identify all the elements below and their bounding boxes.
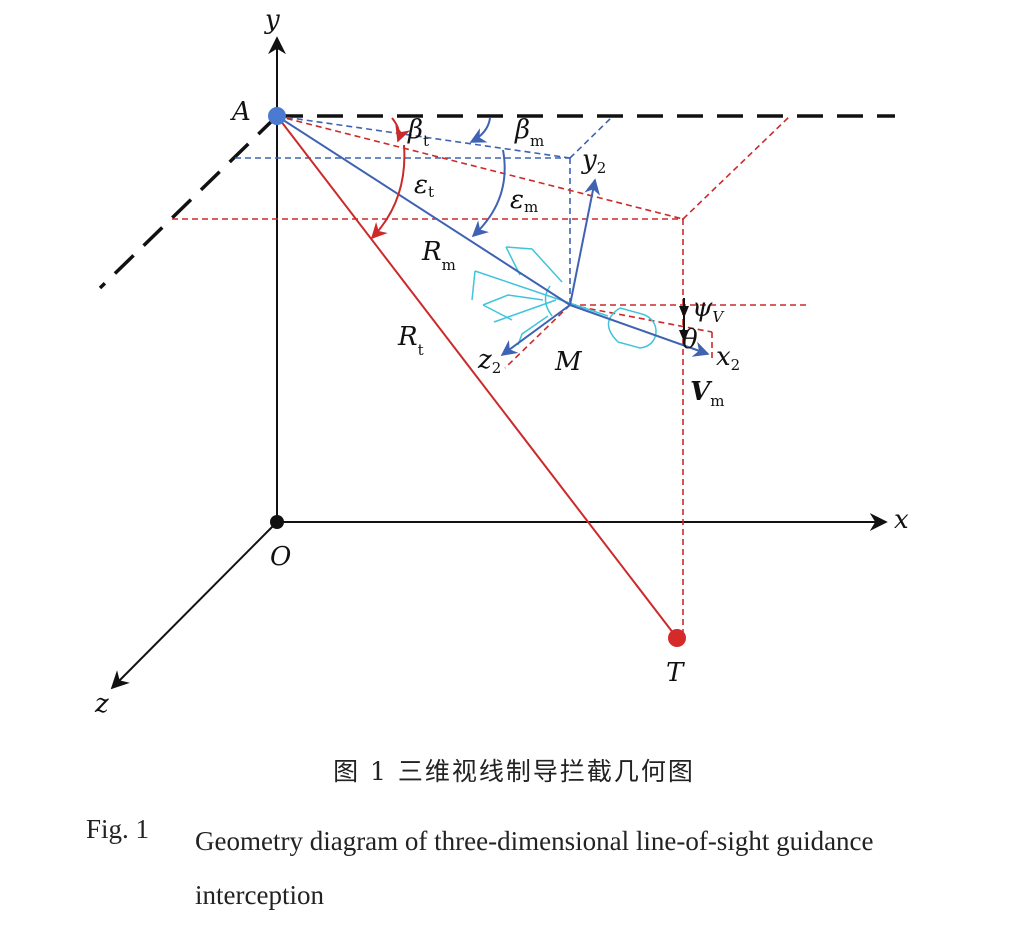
line-of-sight-Rm bbox=[276, 115, 571, 306]
caption-figure-number: Fig. 1 bbox=[86, 814, 150, 844]
origin-label: O bbox=[270, 542, 291, 572]
theta-label: θ bbox=[682, 325, 698, 355]
arc-eps-t bbox=[370, 144, 406, 240]
x2-label: x2 bbox=[716, 342, 740, 374]
axis-y-label: y bbox=[264, 5, 280, 35]
point-M-label: M bbox=[554, 347, 583, 377]
R-m-label: Rm bbox=[421, 237, 456, 274]
z2-label: z2 bbox=[477, 345, 501, 377]
origin-point bbox=[270, 515, 284, 529]
diagram-canvas: y x z O A M T βt βm εt εm Rm Rt x2 y2 z2… bbox=[94, 5, 909, 719]
point-A-label: A bbox=[230, 97, 251, 127]
eps-m-label: εm bbox=[510, 185, 538, 216]
point-T-label: T bbox=[666, 658, 685, 688]
beta-t-label: βt bbox=[407, 115, 429, 150]
caption-chinese: 图 1 三维视线制导拦截几何图 bbox=[333, 757, 695, 786]
R-t-label: Rt bbox=[397, 322, 424, 359]
eps-t-label: εt bbox=[414, 170, 434, 201]
reference-plane bbox=[98, 114, 895, 290]
arc-eps-m bbox=[471, 149, 506, 238]
z-axis bbox=[110, 521, 278, 690]
y2-label: y2 bbox=[581, 145, 606, 177]
missile-velocity-axis bbox=[569, 304, 710, 357]
missile-projection-lines bbox=[235, 115, 614, 305]
axis-z-label: z bbox=[94, 689, 109, 719]
beta-m-label: βm bbox=[514, 115, 544, 150]
body-axis-z2 bbox=[500, 304, 571, 356]
point-T-marker bbox=[668, 629, 686, 647]
line-of-sight-Rt bbox=[276, 115, 678, 639]
angle-marks-missile bbox=[679, 298, 689, 342]
body-axis-y2 bbox=[569, 178, 601, 306]
psi-V-label: ψV bbox=[692, 293, 725, 326]
caption-english: Geometry diagram of three-dimensional li… bbox=[195, 826, 874, 910]
V-m-label: Vm bbox=[690, 377, 724, 410]
missile-body bbox=[471, 246, 657, 349]
arc-beta-m bbox=[469, 117, 491, 143]
arc-beta-t bbox=[391, 117, 411, 143]
target-projection-lines bbox=[172, 115, 808, 632]
point-A-marker bbox=[268, 107, 286, 125]
axis-x-label: x bbox=[894, 505, 909, 535]
